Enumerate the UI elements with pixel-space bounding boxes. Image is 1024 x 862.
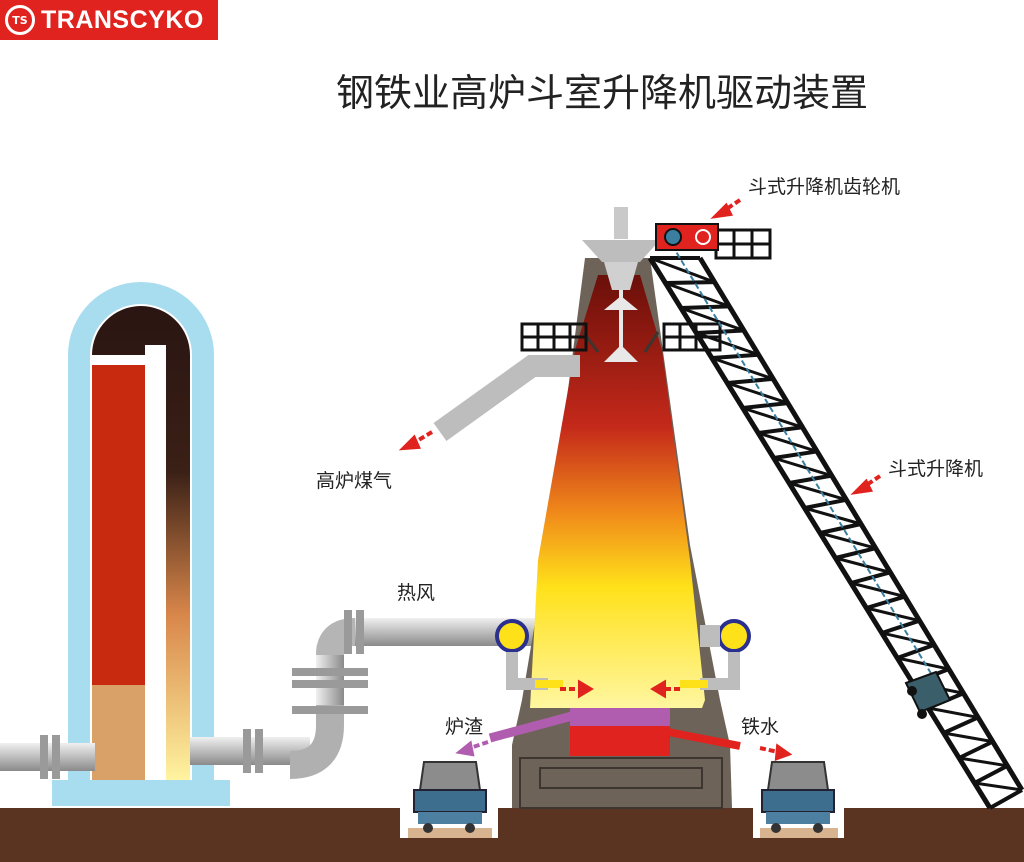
slag-stream bbox=[488, 711, 574, 743]
slag-arrow-icon bbox=[455, 740, 489, 757]
label-slag: 炉渣 bbox=[445, 716, 484, 738]
blast-gas-pipe bbox=[433, 355, 580, 441]
truss-brace bbox=[850, 581, 906, 599]
truss-rung bbox=[865, 594, 906, 610]
truss-rung bbox=[757, 425, 803, 435]
truss-brace bbox=[896, 656, 950, 671]
tuyeres bbox=[495, 619, 751, 690]
truss-rung bbox=[788, 473, 833, 485]
truss-brace bbox=[773, 456, 833, 478]
truss-brace bbox=[788, 481, 847, 502]
truss-brace bbox=[695, 331, 760, 357]
truss-brace bbox=[649, 256, 716, 284]
truss-rung bbox=[881, 618, 921, 635]
truss-rung bbox=[958, 739, 994, 760]
brand-logo: TS TRANSCYKO bbox=[0, 0, 218, 40]
label-gearbox: 斗式升降机齿轮机 bbox=[748, 176, 901, 198]
truss-brace bbox=[804, 506, 862, 526]
ground bbox=[0, 808, 1024, 862]
truss-brace bbox=[726, 381, 789, 405]
iron-ladle-car-icon bbox=[761, 761, 835, 833]
platform-left bbox=[520, 322, 588, 352]
truss-brace bbox=[757, 431, 818, 453]
truss-brace bbox=[819, 531, 877, 550]
label-elevator: 斗式升降机 bbox=[888, 458, 984, 480]
page-title: 钢铁业高炉斗室升降机驱动装置 bbox=[335, 71, 868, 115]
iron-stream bbox=[667, 728, 741, 750]
label-blast-gas: 高炉煤气 bbox=[316, 470, 393, 492]
truss-rung bbox=[773, 449, 818, 460]
hoist-cable bbox=[671, 244, 936, 681]
blast-furnace bbox=[512, 207, 732, 809]
brand-name: TRANSCYKO bbox=[41, 5, 204, 34]
truss-brace bbox=[927, 706, 979, 719]
truss-brace bbox=[958, 756, 1008, 768]
truss-rung bbox=[989, 788, 1023, 810]
platform-top bbox=[714, 228, 772, 260]
truss-rung bbox=[973, 764, 1009, 785]
truss-rung bbox=[665, 280, 715, 285]
label-hot-air: 热风 bbox=[397, 582, 436, 604]
truss-rung bbox=[696, 328, 745, 335]
truss-rung bbox=[819, 522, 862, 535]
arrow-icon bbox=[398, 198, 882, 761]
truss-brace bbox=[866, 606, 920, 623]
truss-brace bbox=[974, 781, 1023, 792]
gearbox-icon bbox=[655, 223, 719, 251]
truss-rung bbox=[742, 401, 789, 410]
truss-rung bbox=[850, 570, 891, 585]
slag-ladle-car-icon bbox=[413, 761, 487, 833]
hot-stove bbox=[52, 282, 230, 806]
truss-rung bbox=[896, 643, 935, 660]
truss-rung bbox=[680, 304, 730, 310]
truss-brace bbox=[664, 281, 730, 308]
truss-rung bbox=[711, 352, 759, 360]
truss-rung bbox=[727, 376, 774, 385]
truss-rung bbox=[834, 546, 877, 560]
label-molten-iron: 铁水 bbox=[741, 716, 780, 738]
truss-brace bbox=[943, 731, 993, 744]
truss-brace bbox=[680, 306, 745, 332]
truss-brace bbox=[742, 406, 803, 429]
truss-brace bbox=[711, 356, 774, 381]
truss-rung bbox=[804, 497, 847, 510]
brand-mark-icon: TS bbox=[5, 5, 35, 35]
skip-bucket-icon bbox=[904, 670, 952, 719]
truss-rung bbox=[942, 715, 979, 735]
skip-elevator bbox=[647, 256, 1024, 810]
truss-brace bbox=[835, 556, 891, 574]
truss-brace bbox=[881, 631, 935, 647]
